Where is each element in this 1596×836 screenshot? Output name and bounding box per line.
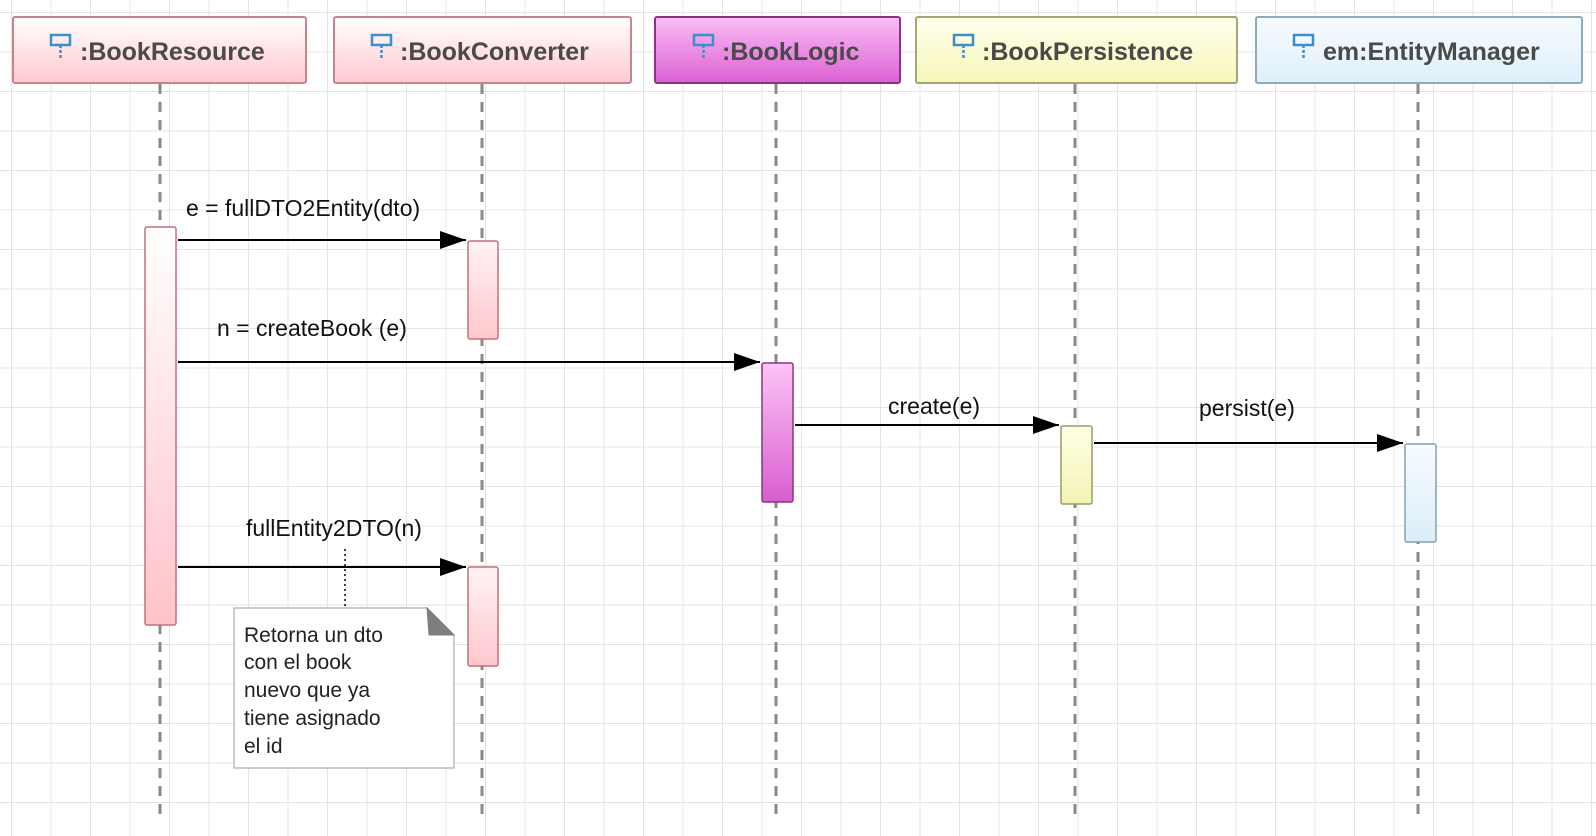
participant-book-persistence[interactable]: :BookPersistence xyxy=(915,16,1238,84)
participant-book-resource[interactable]: :BookResource xyxy=(12,16,307,84)
participant-book-converter[interactable]: :BookConverter xyxy=(333,16,632,84)
activation-book-resource[interactable] xyxy=(144,226,177,626)
note-line: Retorna un dto xyxy=(244,624,383,647)
activation-book-logic[interactable] xyxy=(761,362,794,503)
interface-icon xyxy=(692,33,715,59)
message-label: fullEntity2DTO(n) xyxy=(246,515,422,541)
message-create[interactable]: create(e) xyxy=(795,393,1059,434)
interface-icon xyxy=(49,33,72,59)
interface-icon xyxy=(1292,33,1315,59)
activation-entity-manager[interactable] xyxy=(1404,443,1437,543)
participant-label: :BookConverter xyxy=(400,38,589,66)
note[interactable]: Retorna un dto con el book nuevo que ya … xyxy=(233,549,456,769)
note-fold-corner xyxy=(426,606,456,636)
activation-book-persistence[interactable] xyxy=(1060,425,1093,505)
participant-label: :BookPersistence xyxy=(982,38,1193,66)
activation-book-converter-2[interactable] xyxy=(467,566,499,667)
message-create-book[interactable]: n = createBook (e) xyxy=(178,315,760,371)
participant-label: em:EntityManager xyxy=(1323,38,1540,66)
activation-book-converter-1[interactable] xyxy=(467,240,499,340)
activations xyxy=(144,226,1437,667)
interface-icon xyxy=(370,33,393,59)
message-full-entity-2-dto[interactable]: fullEntity2DTO(n) xyxy=(178,515,466,576)
participant-entity-manager[interactable]: em:EntityManager xyxy=(1255,16,1583,84)
interface-icon xyxy=(952,33,975,59)
note-body xyxy=(233,607,455,769)
message-label: create(e) xyxy=(888,393,980,419)
message-label: n = createBook (e) xyxy=(217,315,407,341)
participant-label: :BookResource xyxy=(80,38,265,66)
message-label: persist(e) xyxy=(1199,395,1295,421)
participant-label: :BookLogic xyxy=(722,38,860,66)
note-line: nuevo que ya xyxy=(244,679,370,702)
note-line: con el book xyxy=(244,651,352,674)
note-line: tiene asignado xyxy=(244,707,381,730)
message-persist[interactable]: persist(e) xyxy=(1094,395,1403,452)
note-line: el id xyxy=(244,735,283,758)
message-label: e = fullDTO2Entity(dto) xyxy=(186,195,420,221)
message-full-dto-2-entity[interactable]: e = fullDTO2Entity(dto) xyxy=(178,195,466,249)
participant-book-logic[interactable]: :BookLogic xyxy=(654,16,901,84)
